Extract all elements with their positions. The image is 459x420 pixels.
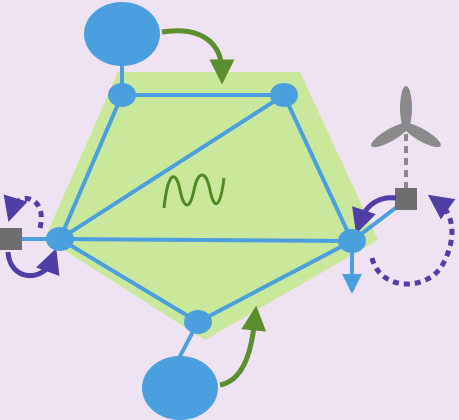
node-left (46, 227, 74, 251)
right-converter (395, 188, 417, 210)
right-dotted-loop (369, 194, 456, 287)
node-top-right (270, 83, 298, 107)
top-generator (84, 2, 160, 66)
bus-nodes (46, 83, 366, 334)
bottom-generator (142, 356, 218, 420)
node-right (338, 229, 366, 253)
line-left-to-bottom (58, 237, 200, 324)
line-top-right-to-right (282, 94, 354, 242)
right-solid-arrow (352, 195, 397, 234)
network-region (45, 72, 378, 340)
converter-square-icon (0, 228, 22, 250)
line-bottom-to-right (197, 239, 353, 324)
left-dotted-loop (3, 194, 44, 229)
line-top-left-to-left (58, 94, 124, 240)
line-diagonal (58, 93, 286, 241)
bottom-flow-arrow (219, 305, 267, 388)
left-solid-loop (5, 248, 60, 278)
wind-turbine-icon (371, 86, 441, 148)
node-bottom (184, 310, 212, 334)
sine-wave-icon (162, 173, 226, 209)
line-middle (59, 237, 353, 243)
node-top-left (108, 83, 136, 107)
top-flow-arrow (161, 28, 235, 85)
